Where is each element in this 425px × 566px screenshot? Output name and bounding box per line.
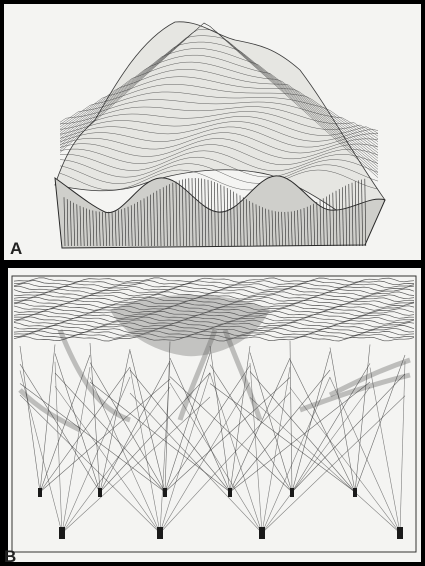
panel-a-label: A: [10, 239, 22, 258]
source-marker: [157, 527, 163, 539]
source-marker: [38, 488, 42, 497]
source-marker: [59, 527, 65, 539]
source-marker: [228, 488, 232, 497]
panel-b-label: B: [4, 547, 16, 566]
source-marker: [259, 527, 265, 539]
source-marker: [98, 488, 102, 497]
source-marker: [353, 488, 357, 497]
panel-a: A: [4, 4, 421, 260]
panel-b: B: [4, 268, 421, 566]
source-marker: [290, 488, 294, 497]
source-marker: [397, 527, 403, 539]
source-marker: [163, 488, 167, 497]
